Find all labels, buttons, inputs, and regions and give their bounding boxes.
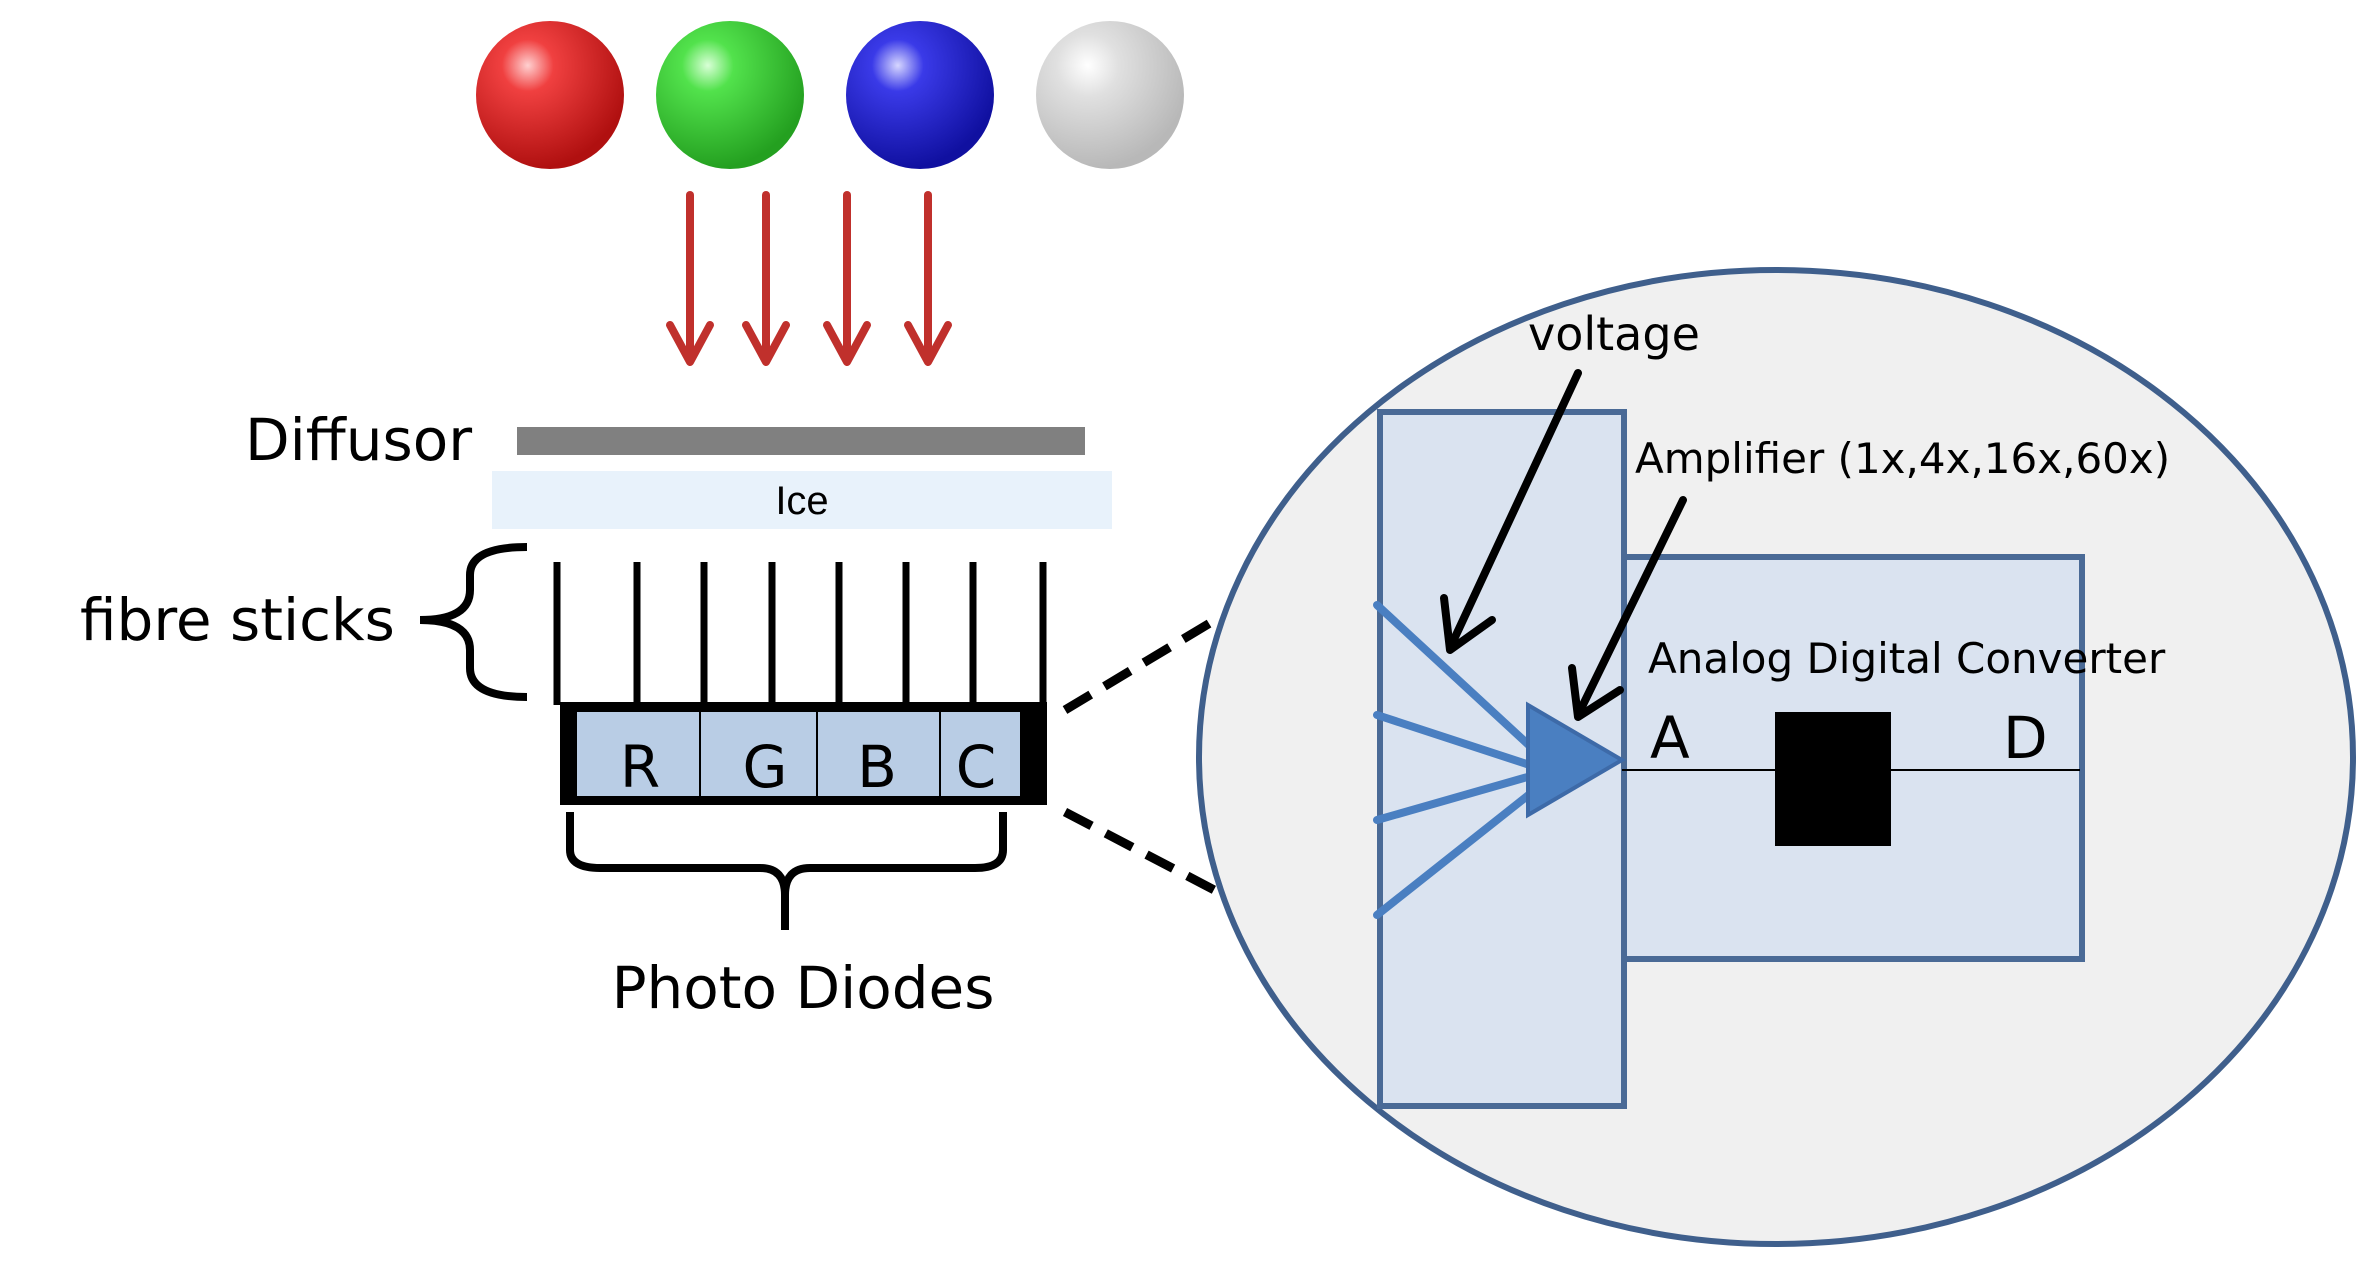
fibre-sticks-label: fibre sticks (80, 586, 395, 654)
voltage-label: voltage (1528, 307, 1700, 361)
ice-layer (492, 471, 1112, 529)
diffusor-label: Diffusor (245, 406, 472, 474)
light-arrow-3 (823, 191, 871, 366)
voltage-pointer (1440, 369, 1582, 654)
ice-label: Ice (775, 479, 828, 523)
adc-d-label: D (2003, 704, 2048, 772)
amplifier-icon (1526, 701, 1626, 819)
led-group (476, 21, 1184, 169)
light-arrow-4 (904, 191, 952, 366)
diode-g-label: G (743, 733, 788, 801)
light-arrow-2 (742, 191, 790, 366)
light-arrows (666, 191, 952, 366)
adc-chip-icon (1775, 712, 1891, 846)
diode-c-label: C (956, 733, 997, 801)
light-arrow-1 (666, 191, 714, 366)
photo-diodes-brace (566, 812, 1007, 930)
zoom-lines (1062, 613, 1223, 897)
green-led-icon (656, 21, 804, 169)
fibre-sticks (553, 562, 1047, 705)
amplifier-label: Amplifier (1x,4x,16x,60x) (1635, 434, 2170, 483)
photo-diode-array: R G B C (575, 710, 1022, 801)
fibre-sticks-brace (419, 543, 528, 701)
red-led-icon (476, 21, 624, 169)
diode-r-label: R (620, 733, 660, 801)
diode-b-label: B (857, 733, 897, 801)
diffusor-bar (517, 427, 1085, 455)
amplifier-pointer (1568, 496, 1687, 721)
blue-led-icon (846, 21, 994, 169)
adc-label: Analog Digital Converter (1648, 634, 2166, 683)
adc-a-label: A (1650, 704, 1690, 772)
light-beams (1373, 601, 1549, 919)
white-led-icon (1036, 21, 1184, 169)
photo-diodes-label: Photo Diodes (612, 954, 995, 1022)
